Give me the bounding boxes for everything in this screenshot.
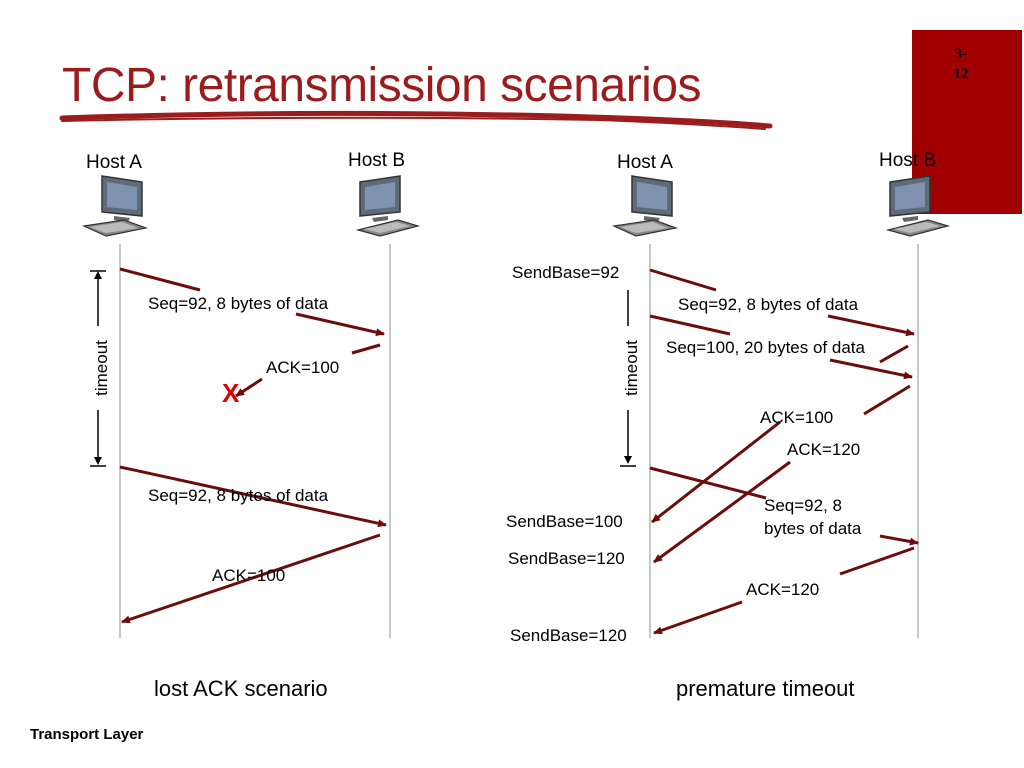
lost-packet-mark: X	[222, 378, 240, 408]
host-b-label-left: Host B	[348, 150, 406, 171]
seq92-arrow-left	[119, 267, 384, 334]
msg-ack120-right: ACK=120	[787, 440, 861, 459]
msg-ack100-lost: ACK=100	[266, 358, 340, 377]
msg-seq92-retransmit-right: Seq=92, 8 bytes of data	[764, 496, 862, 538]
sendbase-100: SendBase=100	[506, 512, 623, 531]
msg-seq100-right: Seq=100, 20 bytes of data	[666, 338, 865, 357]
seq92-retransmit-arrow-right	[649, 466, 918, 543]
msg-ack100-left: ACK=100	[212, 566, 286, 585]
caption-lost-ack: lost ACK scenario	[154, 676, 328, 701]
host-a-label-left: Host A	[86, 152, 142, 173]
msg-seq92-retransmit-left: Seq=92, 8 bytes of data	[148, 486, 329, 505]
computer-icon	[611, 175, 679, 237]
seq92-arrow-right	[649, 268, 914, 334]
sendbase-120-b: SendBase=120	[510, 626, 627, 645]
caption-premature-timeout: premature timeout	[676, 676, 855, 701]
slide-title: TCP: retransmission scenarios	[62, 59, 702, 112]
host-a-label-right: Host A	[617, 152, 673, 173]
page-number: 3- 12	[953, 46, 969, 82]
timeout-label-left: timeout	[92, 340, 111, 396]
ack120-arrow-right	[654, 384, 911, 562]
sendbase-120-a: SendBase=120	[508, 549, 625, 568]
seq100-arrow-right	[649, 314, 912, 377]
computer-icon	[885, 175, 951, 237]
ack100-arrow-right	[652, 344, 909, 522]
ack120-final-arrow-right	[654, 546, 915, 633]
msg-seq92-left: Seq=92, 8 bytes of data	[148, 294, 329, 313]
msg-seq92-right: Seq=92, 8 bytes of data	[678, 295, 859, 314]
msg-ack100-right: ACK=100	[760, 408, 834, 427]
title-underline	[59, 110, 773, 129]
computer-icon	[81, 175, 149, 237]
timeout-label-right: timeout	[622, 340, 641, 396]
host-b-label-right: Host B	[879, 150, 937, 171]
msg-ack120-final-right: ACK=120	[746, 580, 820, 599]
seq92-retransmit-arrow-left	[119, 465, 387, 528]
ack100-lost-arrow	[236, 343, 381, 396]
sendbase-92: SendBase=92	[512, 263, 620, 282]
footer-label: Transport Layer	[30, 726, 144, 743]
timeout-bracket-left	[90, 270, 106, 467]
computer-icon	[355, 175, 421, 237]
ack100-arrow-left	[121, 533, 381, 624]
timeout-bracket-right	[620, 290, 636, 467]
